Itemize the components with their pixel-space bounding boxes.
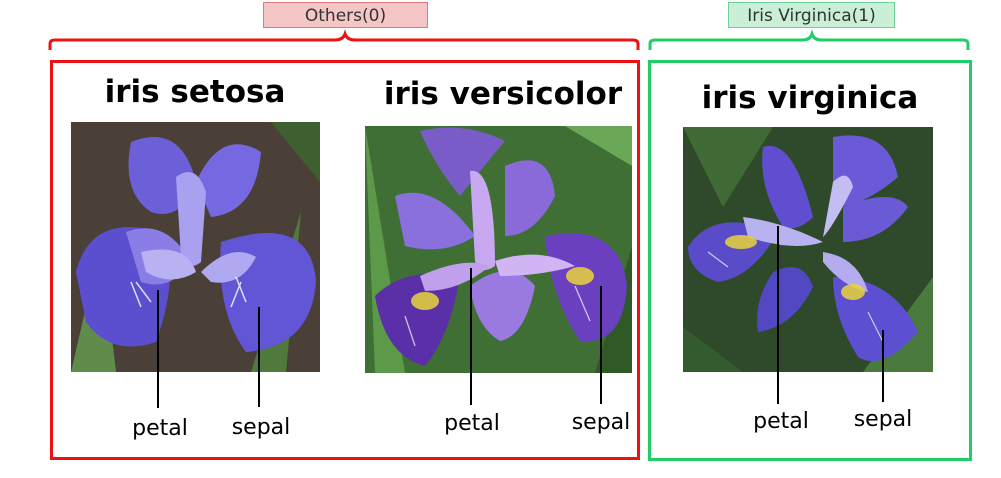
setosa-sepal-line <box>258 307 260 407</box>
versicolor-petal-line <box>470 268 472 405</box>
versicolor-photo <box>365 126 632 373</box>
virginica-title: iris virginica <box>701 80 919 116</box>
setosa-photo <box>71 122 320 372</box>
others-group-tag: Others(0) <box>263 2 428 28</box>
others-group-box <box>50 60 640 460</box>
virginica-sepal-line <box>882 330 884 402</box>
virginica-petal-label: petal <box>753 409 809 434</box>
others-group-brace <box>48 29 640 50</box>
versicolor-sepal-label: sepal <box>571 410 631 435</box>
setosa-title: iris setosa <box>104 74 286 110</box>
virginica-petal-line <box>777 226 779 404</box>
virginica-sepal-label: sepal <box>853 407 913 432</box>
virginica-group-tag: Iris Virginica(1) <box>728 2 895 28</box>
virginica-group-box <box>648 60 972 461</box>
versicolor-petal-label: petal <box>444 411 500 436</box>
setosa-petal-label: petal <box>132 416 188 441</box>
setosa-petal-line <box>157 290 159 408</box>
virginica-group-brace <box>648 29 970 50</box>
setosa-sepal-label: sepal <box>231 415 291 440</box>
virginica-photo <box>683 127 933 372</box>
versicolor-title: iris versicolor <box>383 76 623 112</box>
versicolor-sepal-line <box>600 286 602 404</box>
